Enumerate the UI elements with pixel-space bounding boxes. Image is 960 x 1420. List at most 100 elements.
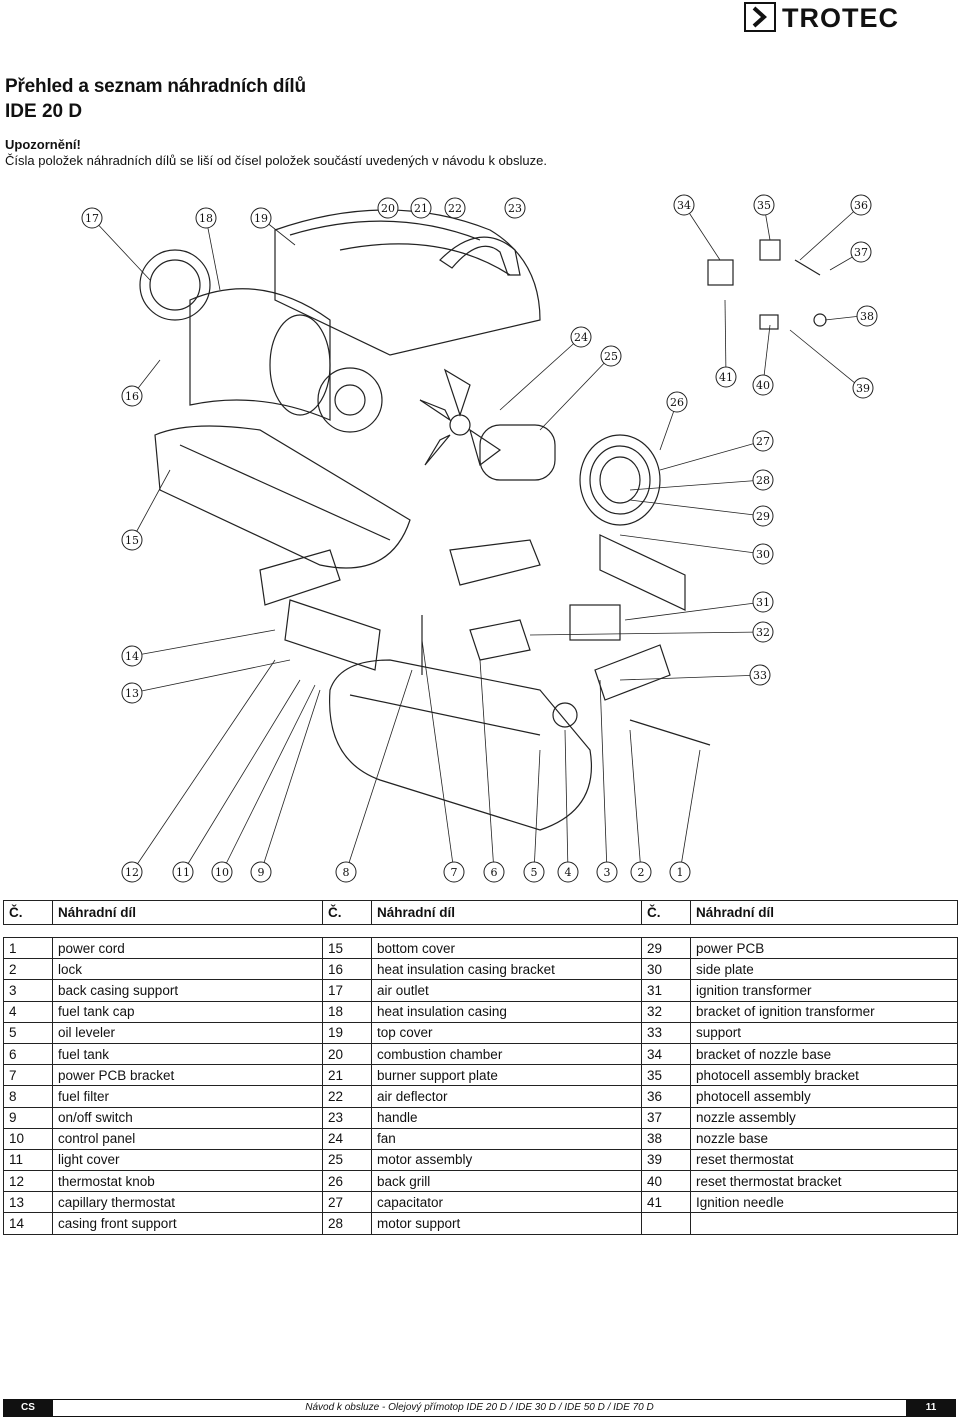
part-name: power PCB [690, 936, 958, 960]
part-name: casing front support [52, 1212, 323, 1235]
part-number: 23 [322, 1106, 372, 1129]
part-name: handle [371, 1106, 642, 1129]
part-name: heat insulation casing bracket [371, 958, 642, 981]
part-number: 25 [322, 1148, 372, 1172]
svg-text:1: 1 [677, 866, 684, 879]
ignition-transformer-drawing [569, 604, 621, 641]
part-name: back casing support [52, 979, 323, 1002]
svg-text:19: 19 [254, 212, 268, 225]
part-name: nozzle base [690, 1127, 958, 1150]
part-number: 37 [641, 1106, 691, 1129]
callout-24: 24 [570, 326, 592, 348]
photocell-bracket-drawing [759, 239, 781, 261]
callout-8: 8 [335, 861, 357, 883]
svg-text:5: 5 [531, 866, 538, 879]
part-name: capacitator [371, 1191, 642, 1214]
document-title: Návod k obsluze - Olejový přímotop IDE 2… [53, 1399, 906, 1417]
part-number: 1 [3, 936, 53, 960]
part-number: 38 [641, 1127, 691, 1150]
part-number: 9 [3, 1106, 53, 1129]
heat-insulation-casing-drawing [189, 288, 331, 421]
part-number: 8 [3, 1085, 53, 1108]
fan-drawing [419, 368, 502, 467]
svg-text:16: 16 [125, 390, 139, 403]
svg-text:31: 31 [756, 596, 770, 609]
part-number: 15 [322, 936, 372, 960]
svg-text:7: 7 [451, 866, 458, 879]
part-name: photocell assembly [690, 1085, 958, 1108]
callout-6: 6 [483, 861, 505, 883]
part-name: bottom cover [371, 936, 642, 960]
part-name: reset thermostat bracket [690, 1170, 958, 1193]
back-grill-drawing [579, 434, 661, 526]
callout-13: 13 [121, 682, 143, 704]
svg-text:37: 37 [854, 246, 868, 259]
part-number: 24 [322, 1127, 372, 1150]
svg-text:3: 3 [604, 866, 611, 879]
svg-text:40: 40 [756, 379, 770, 392]
language-badge: CS [3, 1399, 53, 1417]
page-number: 11 [906, 1399, 956, 1417]
callout-3: 3 [596, 861, 618, 883]
part-name: motor assembly [371, 1148, 642, 1172]
callout-21: 21 [410, 197, 432, 219]
part-number: 11 [3, 1148, 53, 1172]
part-number: 2 [3, 958, 53, 981]
callout-39: 39 [852, 377, 874, 399]
fuel-tank-cap-drawing [552, 702, 578, 728]
part-number: 33 [641, 1021, 691, 1044]
part-name: nozzle assembly [690, 1106, 958, 1129]
callout-1: 1 [669, 861, 691, 883]
part-name: air outlet [371, 979, 642, 1002]
callout-4: 4 [557, 861, 579, 883]
part-name: top cover [371, 1021, 642, 1044]
svg-text:2: 2 [638, 866, 645, 879]
callout-18: 18 [195, 207, 217, 229]
part-name: power cord [52, 936, 323, 960]
part-number: 17 [322, 979, 372, 1002]
svg-text:41: 41 [719, 371, 733, 384]
part-name: light cover [52, 1148, 323, 1172]
part-number: 13 [3, 1191, 53, 1214]
power-pcb-drawing [469, 619, 531, 661]
part-name: fuel tank [52, 1042, 323, 1066]
svg-text:27: 27 [756, 435, 770, 448]
part-number: 21 [322, 1064, 372, 1087]
part-number: 32 [641, 1000, 691, 1023]
col-header-num: Č. [3, 900, 53, 925]
part-name: fuel tank cap [52, 1000, 323, 1023]
callout-31: 31 [752, 591, 774, 613]
svg-text:12: 12 [125, 866, 139, 879]
callout-16: 16 [121, 385, 143, 407]
svg-text:24: 24 [574, 331, 588, 344]
part-number: 39 [641, 1148, 691, 1172]
part-name: bracket of ignition transformer [690, 1000, 958, 1023]
part-number: 36 [641, 1085, 691, 1108]
reset-thermostat-drawing [629, 719, 711, 746]
svg-text:26: 26 [670, 396, 684, 409]
part-name: burner support plate [371, 1064, 642, 1087]
side-plate-drawing [599, 534, 686, 611]
svg-text:39: 39 [856, 382, 870, 395]
callout-27: 27 [752, 430, 774, 452]
callout-10: 10 [211, 861, 233, 883]
callout-36: 36 [850, 194, 872, 216]
col-header-name: Náhradní díl [371, 900, 642, 925]
part-name: Ignition needle [690, 1191, 958, 1214]
motor-support-drawing [449, 539, 541, 586]
bottom-cover-drawing [154, 425, 411, 569]
callout-40: 40 [752, 374, 774, 396]
svg-text:32: 32 [756, 626, 770, 639]
col-header-name: Náhradní díl [52, 900, 323, 925]
top-cover-drawing [274, 209, 541, 356]
callout-19: 19 [250, 207, 272, 229]
part-name: support [690, 1021, 958, 1044]
part-number: 22 [322, 1085, 372, 1108]
callout-38: 38 [856, 305, 878, 327]
col-header-num: Č. [641, 900, 691, 925]
svg-text:20: 20 [381, 202, 395, 215]
